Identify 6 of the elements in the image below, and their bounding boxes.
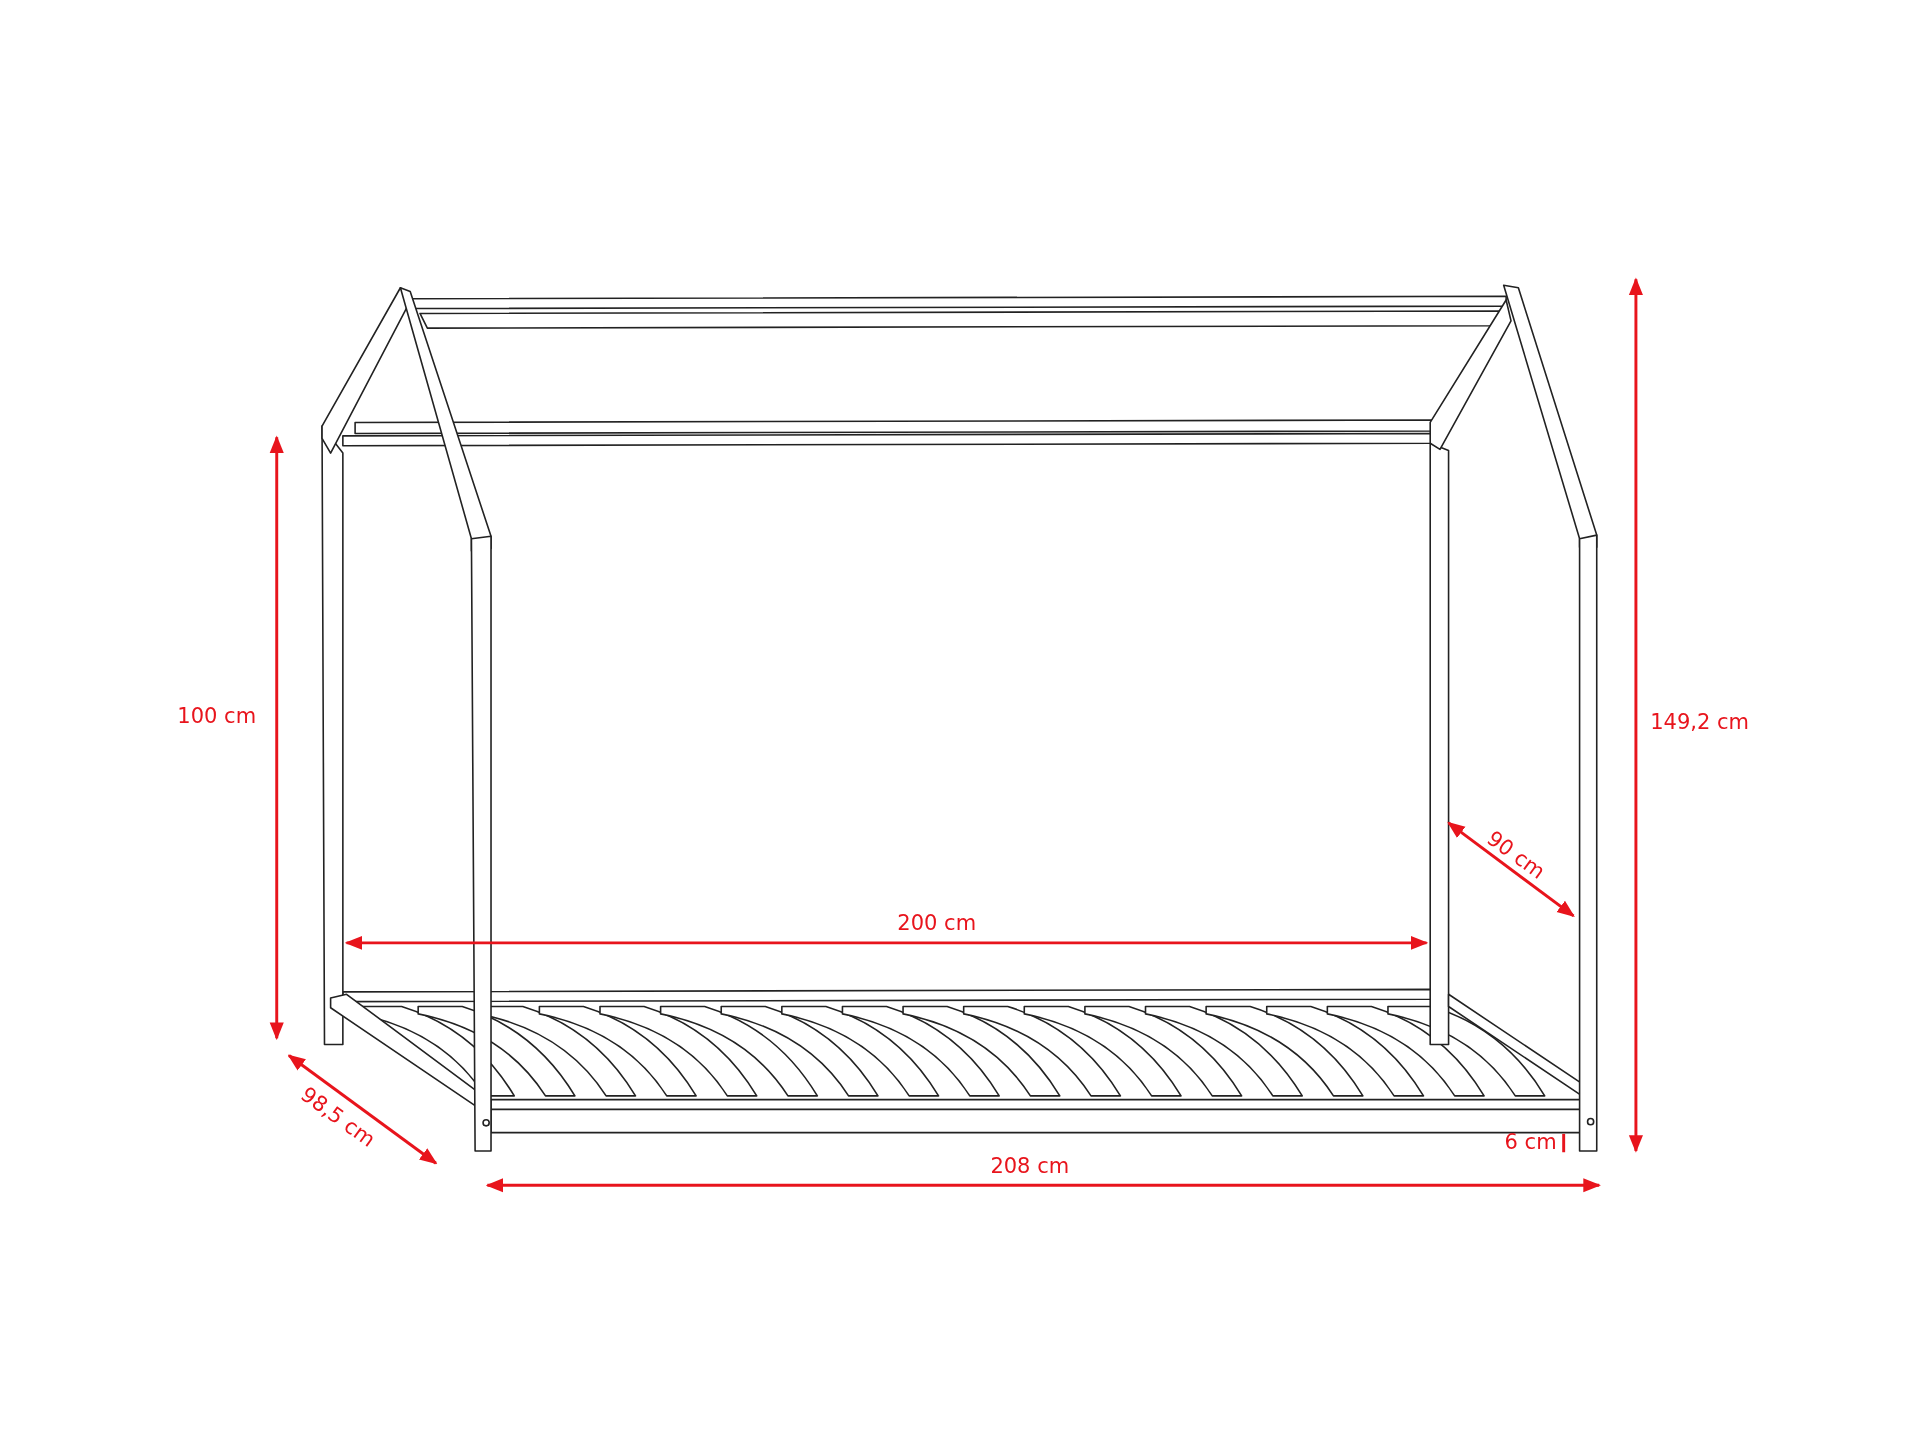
dimension-label: 149,2 cm	[1650, 710, 1749, 735]
dimension-label: 200 cm	[897, 911, 977, 936]
dimension-label: 208 cm	[990, 1153, 1070, 1178]
dimension-label: 100 cm	[177, 704, 257, 729]
dimension-label: 90 cm	[1482, 825, 1550, 884]
dimension-label: 6 cm	[1504, 1130, 1557, 1155]
